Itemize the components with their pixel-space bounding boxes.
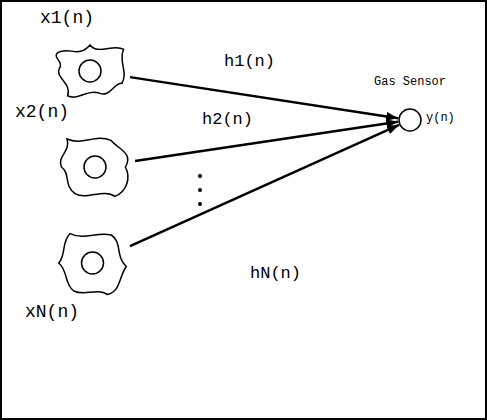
cell-outline	[55, 132, 135, 202]
sensor-circle	[398, 108, 422, 132]
nucleus	[84, 156, 106, 178]
cell-node: xN(n)	[55, 228, 130, 298]
nucleus	[79, 60, 101, 82]
ellipsis-dots	[198, 174, 202, 206]
cell-outline	[50, 40, 130, 102]
sensor-node: Gas Sensory(n)	[398, 108, 422, 132]
transfer-arrow	[130, 125, 399, 246]
transfer-label: hN(n)	[248, 264, 303, 284]
transfer-label: h2(n)	[200, 110, 255, 130]
transfer-arrow	[135, 122, 398, 161]
sensor-title: Gas Sensor	[374, 76, 446, 90]
cell-node: x2(n)	[55, 132, 135, 202]
signal-label: xN(n)	[25, 302, 79, 323]
output-label: y(n)	[426, 112, 455, 126]
transfer-arrow	[130, 77, 398, 118]
signal-label: x2(n)	[15, 102, 69, 123]
nucleus	[82, 252, 104, 274]
cell-outline	[55, 228, 130, 298]
transfer-label: h1(n)	[222, 52, 277, 72]
cell-node: x1(n)	[50, 40, 130, 102]
signal-label: x1(n)	[40, 8, 94, 29]
